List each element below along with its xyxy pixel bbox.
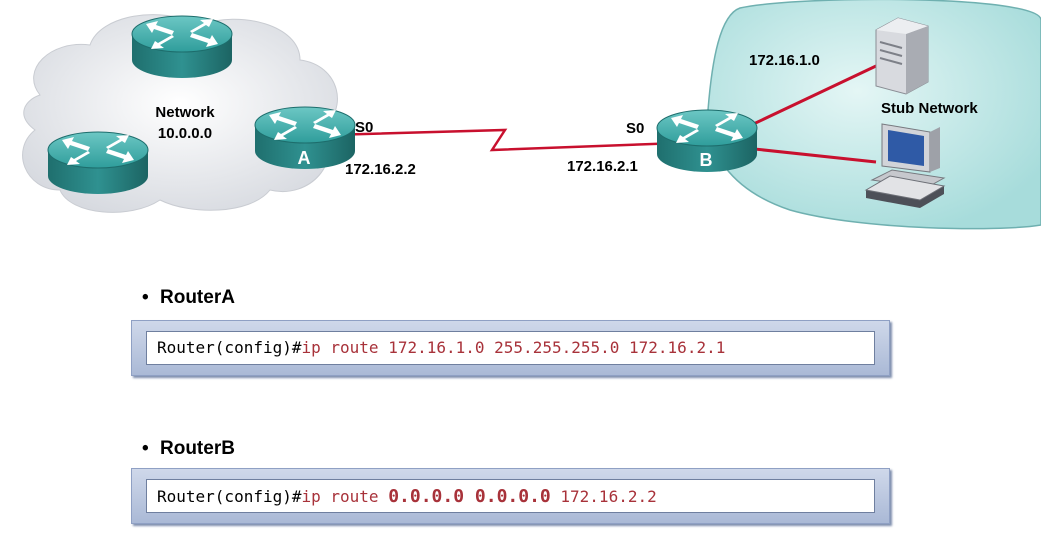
router-b: B — [657, 110, 757, 172]
config-command-suffix: 172.16.2.2 — [551, 487, 657, 506]
bullet: • — [142, 287, 160, 309]
config-prompt: Router(config)# — [157, 338, 302, 357]
router-a-interface: S0 — [355, 119, 373, 136]
routerb-title: RouterB — [160, 438, 235, 459]
router-b-interface: S0 — [626, 120, 644, 137]
routera-config-box: Router(config)#ip route 172.16.1.0 255.2… — [131, 320, 890, 376]
routerb-config-box: Router(config)#ip route 0.0.0.0 0.0.0.0 … — [131, 468, 890, 524]
router-a-ip: 172.16.2.2 — [345, 161, 416, 178]
routera-title: RouterA — [160, 287, 235, 308]
config-command-prefix: ip route — [302, 487, 389, 506]
stub-subnet-label: 172.16.1.0 — [749, 52, 820, 69]
router-a-letter: A — [298, 148, 311, 168]
routera-config-line: Router(config)#ip route 172.16.1.0 255.2… — [146, 331, 875, 365]
routerb-heading: •RouterB — [142, 438, 235, 460]
config-command: ip route 172.16.1.0 255.255.255.0 172.16… — [302, 338, 726, 357]
routera-heading: •RouterA — [142, 287, 235, 309]
stub-network-label: Stub Network — [881, 100, 978, 117]
server-icon — [876, 18, 928, 94]
network-label-line2: 10.0.0.0 — [158, 125, 212, 142]
cloud-router-left — [48, 132, 148, 194]
routerb-config-line: Router(config)#ip route 0.0.0.0 0.0.0.0 … — [146, 479, 875, 513]
network-label-line1: Network — [155, 104, 215, 121]
router-a: A — [255, 107, 355, 169]
network-diagram: A B Network 10.0.0.0 S0 172.16.2.2 S0 17… — [0, 0, 1041, 240]
default-route-network: 0.0.0.0 0.0.0.0 — [388, 486, 551, 507]
bullet: • — [142, 438, 160, 460]
cloud-router-top — [132, 16, 232, 78]
router-b-letter: B — [700, 150, 713, 170]
router-b-ip: 172.16.2.1 — [567, 158, 638, 175]
config-prompt: Router(config)# — [157, 487, 302, 506]
